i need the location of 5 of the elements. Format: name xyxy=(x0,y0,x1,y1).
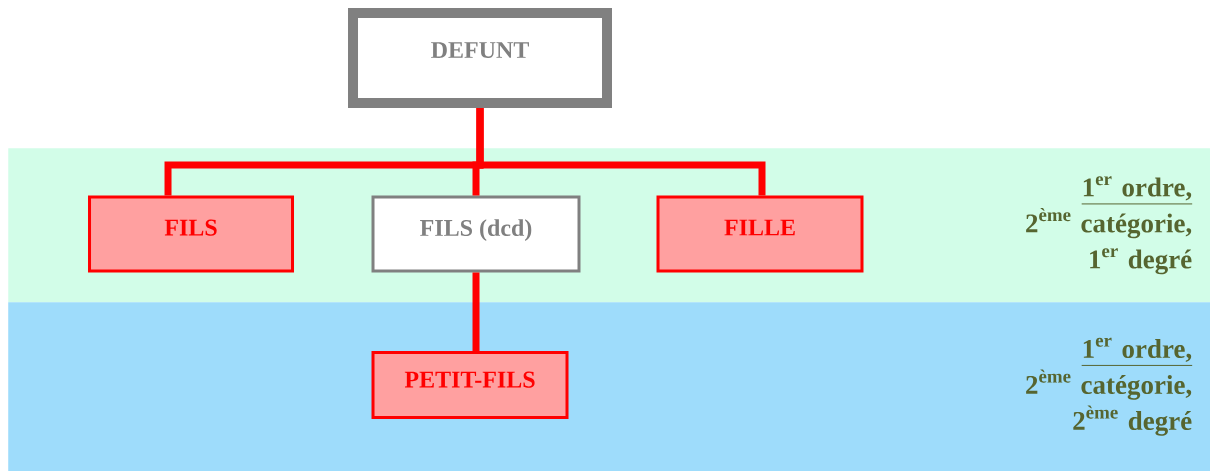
person-box: FILS (dcd) xyxy=(371,195,581,273)
person-box: FILS xyxy=(88,195,294,273)
person-box: FILLE xyxy=(656,195,864,273)
person-box: PETIT-FILS xyxy=(371,351,569,419)
person-box: DEFUNT xyxy=(348,8,612,108)
